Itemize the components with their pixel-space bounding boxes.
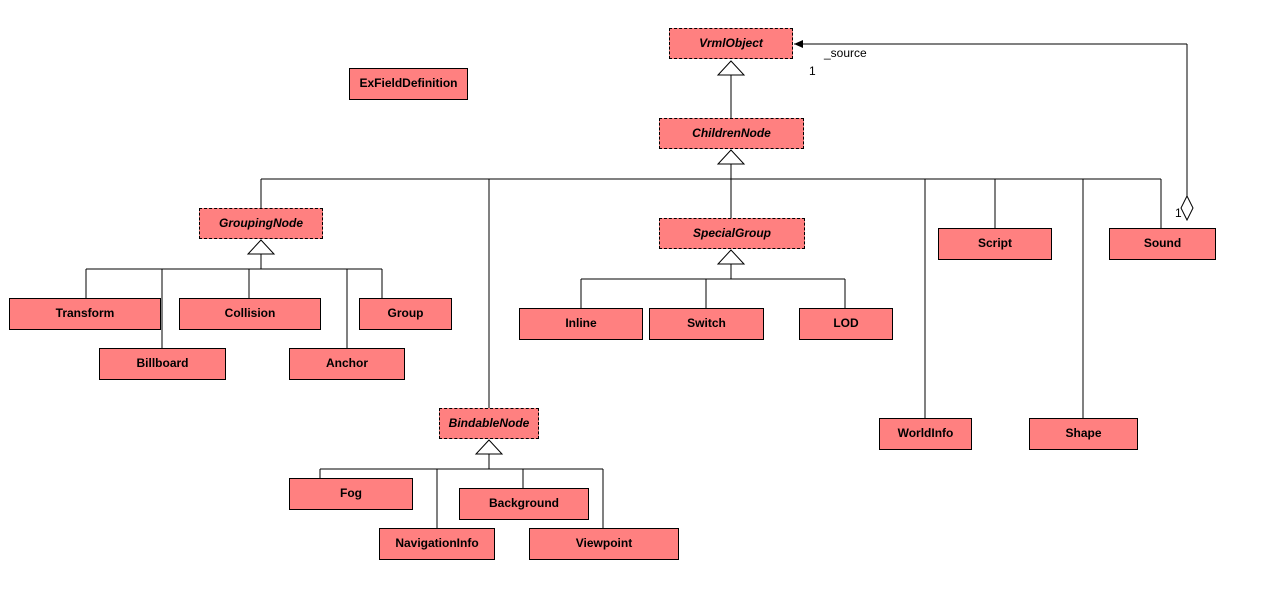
class-specialgroup[interactable]: SpecialGroup: [659, 218, 805, 249]
class-vrmlobject[interactable]: VrmlObject: [669, 28, 793, 59]
class-group[interactable]: Group: [359, 298, 452, 330]
class-lod[interactable]: LOD: [799, 308, 893, 340]
generalization-triangle-vrmlobject: [716, 60, 746, 76]
class-shape[interactable]: Shape: [1029, 418, 1138, 450]
class-bindablenode[interactable]: BindableNode: [439, 408, 539, 439]
generalization-triangle-specialgroup: [716, 249, 746, 265]
association-target-multiplicity: 1: [809, 64, 816, 78]
generalization-triangle-childrennode: [716, 149, 746, 165]
generalization-triangle-bindablenode: [474, 439, 504, 455]
class-childrennode[interactable]: ChildrenNode: [659, 118, 804, 149]
class-exfielddefinition[interactable]: ExFieldDefinition: [349, 68, 468, 100]
class-script[interactable]: Script: [938, 228, 1052, 260]
association-arrowhead: [794, 40, 803, 48]
aggregation-diamond: [1180, 194, 1194, 222]
class-navigationinfo[interactable]: NavigationInfo: [379, 528, 495, 560]
association-source-multiplicity: 1: [1175, 206, 1182, 220]
class-groupingnode[interactable]: GroupingNode: [199, 208, 323, 239]
class-fog[interactable]: Fog: [289, 478, 413, 510]
class-background[interactable]: Background: [459, 488, 589, 520]
class-switch[interactable]: Switch: [649, 308, 764, 340]
class-anchor[interactable]: Anchor: [289, 348, 405, 380]
class-sound[interactable]: Sound: [1109, 228, 1216, 260]
class-viewpoint[interactable]: Viewpoint: [529, 528, 679, 560]
class-transform[interactable]: Transform: [9, 298, 161, 330]
generalization-triangle-groupingnode: [246, 239, 276, 255]
class-inline[interactable]: Inline: [519, 308, 643, 340]
class-collision[interactable]: Collision: [179, 298, 321, 330]
class-worldinfo[interactable]: WorldInfo: [879, 418, 972, 450]
class-billboard[interactable]: Billboard: [99, 348, 226, 380]
association-role-label: _source: [824, 46, 867, 60]
